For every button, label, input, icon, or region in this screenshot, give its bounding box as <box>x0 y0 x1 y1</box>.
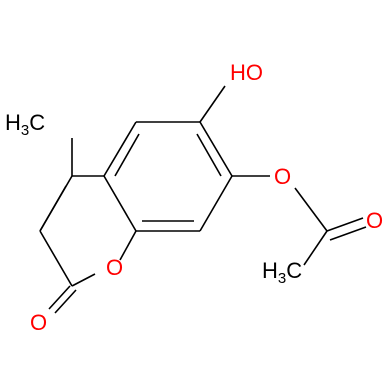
methyl-label-acetyl: H3C <box>262 258 302 287</box>
atom-labels: HO H3C O O O O H3C <box>5 60 383 335</box>
methyl-label-ring: H3C <box>5 110 45 139</box>
bond-oester-cacyl <box>294 187 328 232</box>
bond-cacyl-o-double-1 <box>326 217 364 232</box>
bond-c7-c8 <box>199 175 233 232</box>
bond-c6-c7 <box>199 121 233 177</box>
bond-c3-c2 <box>39 230 73 287</box>
bond-cacyl-o-double-2 <box>329 226 367 241</box>
bond-c8a-c4a <box>103 175 137 232</box>
bond-c2-o-double-1 <box>48 285 71 310</box>
ester-oxygen-label: O <box>274 164 291 189</box>
bond-o1-c8a <box>119 230 137 261</box>
bond-c6-c7-inner <box>196 133 222 177</box>
bond-c2-o1 <box>71 273 96 287</box>
bond-c4a-c5-inner <box>114 133 140 177</box>
hydroxyl-label: HO <box>230 60 263 85</box>
bond-c6-oh <box>199 85 226 123</box>
carbonyl-oxygen-acetyl-label: O <box>366 208 383 233</box>
bond-c2-o-double-2 <box>54 289 77 314</box>
carbonyl-oxygen-ring-label: O <box>30 310 47 335</box>
ring-oxygen-label: O <box>106 255 123 280</box>
bond-c4-c3-inner <box>39 185 67 232</box>
bond-c4a-c5 <box>103 121 137 177</box>
bond-cacyl-methyl <box>303 230 328 266</box>
bonds <box>39 85 367 314</box>
